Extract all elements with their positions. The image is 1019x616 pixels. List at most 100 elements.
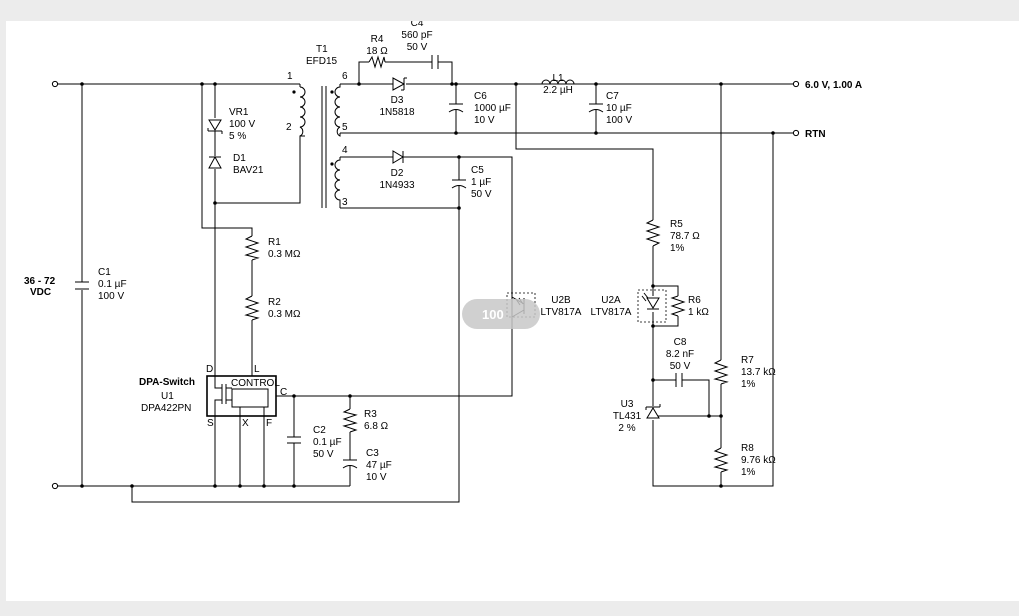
c5-ref: C5: [471, 165, 484, 176]
transformer-pin-6: 6: [342, 71, 348, 82]
transformer-pin-5: 5: [342, 122, 348, 133]
vr1-value: 100 V: [229, 119, 255, 130]
transformer-pin-4: 4: [342, 145, 348, 156]
u3-ref: U3: [621, 399, 634, 410]
c6-value: 10 V: [474, 115, 495, 126]
controller-family: DPA-Switch: [139, 377, 195, 388]
l1-ref: L1: [552, 73, 564, 84]
c6-value: 1000 µF: [474, 103, 511, 114]
controller-block: CONTROL: [231, 378, 280, 389]
transformer-ref: T1: [316, 44, 328, 55]
transformer-core: EFD15: [306, 56, 338, 67]
component-symbols: [75, 55, 729, 473]
r7-ref: R7: [741, 355, 754, 366]
controller-part: DPA422PN: [141, 403, 191, 414]
c3-ref: C3: [366, 448, 379, 459]
u2a-ref: U2A: [601, 295, 621, 306]
u3-value: 2 %: [618, 423, 635, 434]
c7-value: 10 µF: [606, 103, 632, 114]
u2a-value: LTV817A: [591, 307, 632, 318]
r8-value: 9.76 kΩ: [741, 455, 776, 466]
c5-value: 1 µF: [471, 177, 491, 188]
r2-ref: R2: [268, 297, 281, 308]
input-unit-label: VDC: [30, 287, 51, 298]
d2-ref: D2: [391, 168, 404, 179]
c2-ref: C2: [313, 425, 326, 436]
r5-ref: R5: [670, 219, 683, 230]
c2-value: 50 V: [313, 449, 334, 460]
l1-label: L12.2 µH: [543, 73, 573, 96]
r3-label: R36.8 Ω: [364, 409, 389, 432]
u2b-ref: U2B: [551, 295, 571, 306]
u2b-value: LTV817A: [541, 307, 582, 318]
c4-ref: C4: [411, 21, 424, 29]
r6-label: R61 kΩ: [688, 295, 709, 318]
r1-value: 0.3 MΩ: [268, 249, 301, 260]
transformer-pin-1: 1: [287, 71, 293, 82]
u3-value: TL431: [613, 411, 642, 422]
vr1-value: 5 %: [229, 131, 246, 142]
d3-ref: D3: [391, 95, 404, 106]
controller-pin-x: X: [242, 418, 249, 429]
schematic-sheet: 36 - 72 VDC 6.0 V, 1.00 A RTN T1 EFD15 1…: [6, 21, 1019, 601]
r7-value: 13.7 kΩ: [741, 367, 776, 378]
controller-pin-f: F: [266, 418, 272, 429]
r6-ref: R6: [688, 295, 701, 306]
zoom-indicator: 100: [462, 299, 540, 329]
c7-ref: C7: [606, 91, 619, 102]
r1-label: R10.3 MΩ: [268, 237, 301, 260]
c8-value: 50 V: [670, 361, 691, 372]
l1-value: 2.2 µH: [543, 85, 573, 96]
c3-value: 47 µF: [366, 460, 392, 471]
c1-ref: C1: [98, 267, 111, 278]
wires: [58, 61, 793, 503]
c8-value: 8.2 nF: [666, 349, 694, 360]
r5-value: 1%: [670, 243, 685, 254]
controller-pin-l: L: [254, 364, 260, 375]
c8-ref: C8: [674, 337, 687, 348]
terminals: [51, 80, 800, 490]
r5-value: 78.7 Ω: [670, 231, 700, 242]
labels: 36 - 72 VDC 6.0 V, 1.00 A RTN T1 EFD15 1…: [24, 21, 862, 483]
schematic-diagram: 36 - 72 VDC 6.0 V, 1.00 A RTN T1 EFD15 1…: [24, 21, 862, 503]
junction-dots: [80, 82, 775, 488]
r2-value: 0.3 MΩ: [268, 309, 301, 320]
r4-value: 18 Ω: [366, 46, 388, 57]
output-return-label: RTN: [805, 129, 826, 140]
transformer-pin-3: 3: [342, 197, 348, 208]
d1-value: BAV21: [233, 165, 264, 176]
c7-value: 100 V: [606, 115, 632, 126]
r4-ref: R4: [371, 34, 384, 45]
transformer-pin-2: 2: [286, 122, 292, 133]
r3-value: 6.8 Ω: [364, 421, 389, 432]
r6-value: 1 kΩ: [688, 307, 709, 318]
d1-ref: D1: [233, 153, 246, 164]
d3-value: 1N5818: [379, 107, 414, 118]
c2-value: 0.1 µF: [313, 437, 342, 448]
c3-value: 10 V: [366, 472, 387, 483]
zoom-value: 100: [482, 307, 504, 322]
r8-ref: R8: [741, 443, 754, 454]
input-voltage-label: 36 - 72: [24, 276, 56, 287]
r2-label: R20.3 MΩ: [268, 297, 301, 320]
c4-value: 560 pF: [401, 30, 432, 41]
c1-value: 100 V: [98, 291, 124, 302]
r7-value: 1%: [741, 379, 756, 390]
output-rating-label: 6.0 V, 1.00 A: [805, 80, 862, 91]
